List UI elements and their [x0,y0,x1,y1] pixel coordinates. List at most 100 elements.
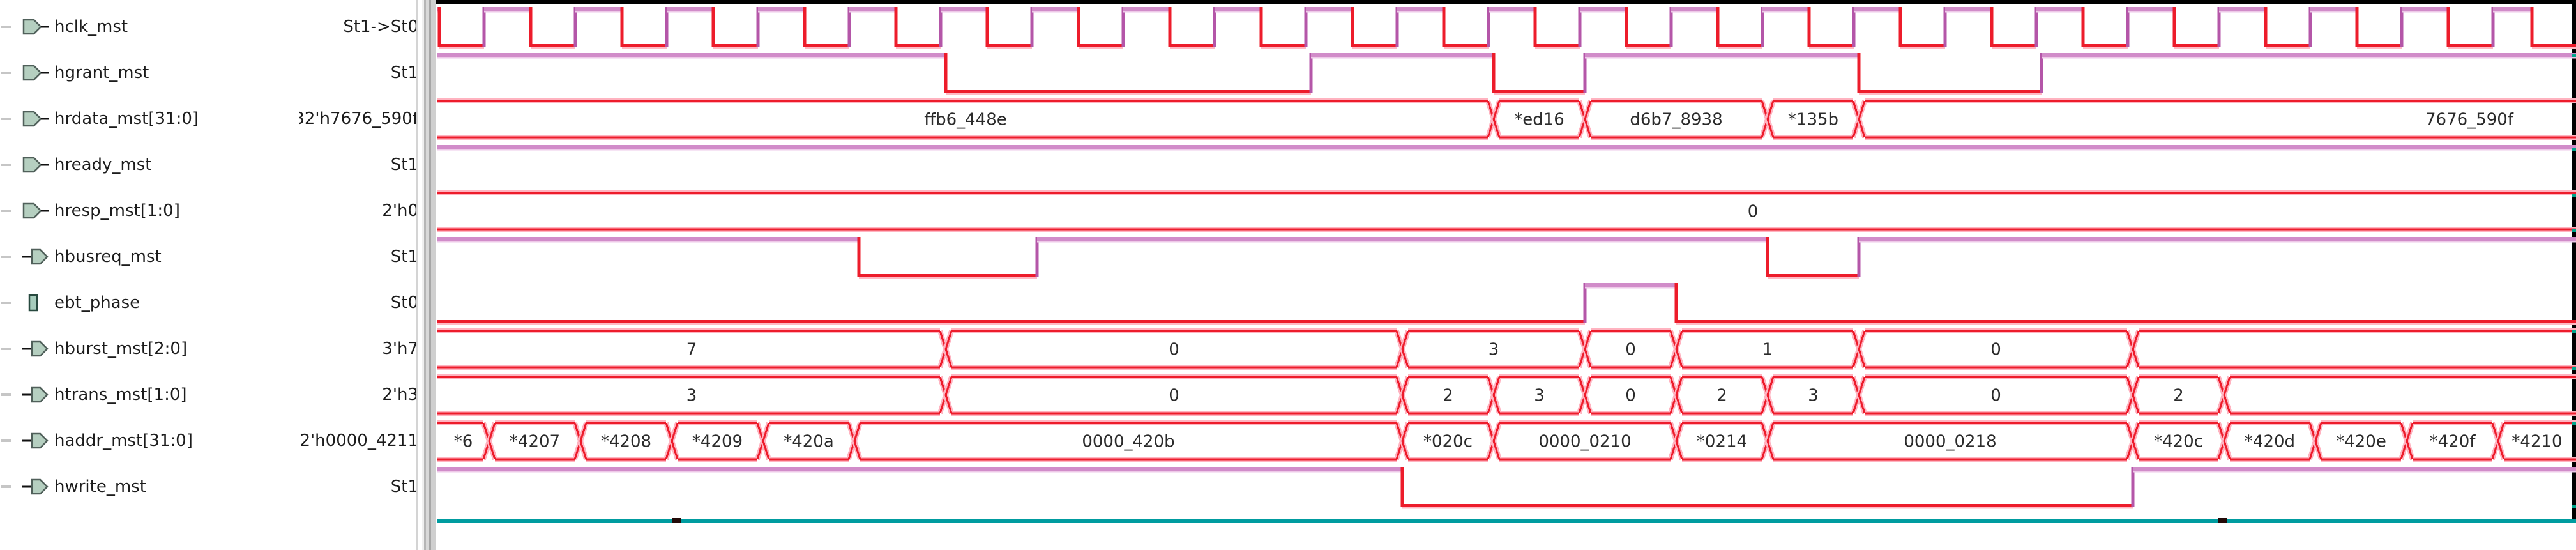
bus-value-label: 0 [1169,386,1179,406]
signal-row-ebt_phase[interactable]: ebt_phase St0 [0,282,421,323]
tree-connector-icon [1,256,11,258]
bus-value-label: 2 [1443,386,1453,406]
tree-connector-icon [1,164,11,166]
signal-name[interactable]: hgrant_mst [54,63,149,82]
input-port-icon [22,111,49,127]
signal-value-column: 3'h7 [299,338,418,360]
signal-row-hrdata_mst_31_0_[interactable]: hrdata_mst[31:0] 32'h7676_590f [0,98,421,139]
signal-value-column: 32'h0000_4211 [299,430,418,452]
tree-connector-icon [1,26,11,28]
bus-value-label: 0 [1990,386,2001,406]
signal-value-column: St1->St0 [299,16,418,38]
bus-value-label: 3 [1489,340,1499,360]
bus-value-label: 0000_0218 [1904,432,1996,452]
tree-connector-icon [1,348,11,350]
tree-connector-icon [1,485,11,488]
panel-divider-line [416,0,418,550]
signal-value-column: 2'h3 [299,384,418,406]
bus-value-label: ffb6_448e [924,111,1007,130]
signal-value-column: St1 [299,62,418,84]
signal-value: St1->St0 [343,17,418,36]
signal-name[interactable]: hready_mst [54,155,152,174]
bus-value-label: 0 [1990,340,2001,360]
signal-name[interactable]: hresp_mst[1:0] [54,201,180,220]
timeline-marker-tick [672,518,681,523]
tree-connector-icon [1,72,11,74]
signal-row-hready_mst[interactable]: hready_mst St1 [0,144,421,185]
bus-value-label: *420e [2336,432,2386,452]
bus-value-label: 0 [1169,340,1179,360]
bus-value-label: 0000_0210 [1538,432,1631,452]
bus-value-label: *6 [454,432,473,452]
signal-name[interactable]: htrans_mst[1:0] [54,385,187,404]
bus-value-label: *4207 [510,432,560,452]
signal-value: 32'h0000_4211 [299,431,418,450]
tree-connector-icon [1,302,11,304]
bus-value-label: 7676_590f [2425,111,2514,130]
wave-hwrite_mst [437,467,2576,509]
signal-name[interactable]: hwrite_mst [54,477,146,496]
input-port-icon [22,19,49,35]
signal-name[interactable]: haddr_mst[31:0] [54,431,193,450]
bus-value-label: 0 [1748,202,1759,222]
output-port-icon [22,248,49,265]
signal-value-column: St1 [299,476,418,498]
signal-row-hwrite_mst[interactable]: hwrite_mst St1 [0,466,421,507]
bus-value-label: 0000_420b [1082,432,1174,452]
bus-value-label: *420d [2245,432,2295,452]
wave-hready_mst [437,145,2576,151]
signal-name[interactable]: ebt_phase [54,293,140,312]
right-edge-notches [2572,54,2576,508]
panel-splitter[interactable] [422,0,436,550]
bus-value-label: 0 [1625,386,1636,406]
bus-value-label: 2 [2173,386,2184,406]
signal-value: St1 [390,477,418,496]
signal-value-column: St0 [299,292,418,314]
bus-value-label: *ed16 [1514,111,1565,130]
wave-ebt_phase [437,283,2576,325]
waveform-right-border [2572,0,2576,523]
timeline-track[interactable] [437,518,2576,523]
input-port-icon [22,157,49,173]
bus-value-label: *420c [2154,432,2203,452]
signal-name[interactable]: hburst_mst[2:0] [54,339,188,358]
bus-value-label: *135b [1788,111,1838,130]
signal-name[interactable]: hrdata_mst[31:0] [54,109,199,128]
bus-value-label: *4210 [2512,432,2562,452]
signal-value: St1 [390,155,418,174]
signal-name[interactable]: hclk_mst [54,17,128,36]
timeline-marker-tick [2218,518,2227,523]
signal-row-hburst_mst_2_0_[interactable]: hburst_mst[2:0] 3'h7 [0,328,421,369]
signal-row-haddr_mst_31_0_[interactable]: haddr_mst[31:0] 32'h0000_4211 [0,420,421,461]
signal-row-hclk_mst[interactable]: hclk_mst St1->St0 [0,6,421,47]
bus-value-label: *4208 [601,432,651,452]
signal-row-hresp_mst_1_0_[interactable]: hresp_mst[1:0] 2'h0 [0,190,421,231]
bus-value-label: *420f [2430,432,2476,452]
signal-row-hgrant_mst[interactable]: hgrant_mst St1 [0,52,421,93]
tree-connector-icon [1,210,11,212]
output-port-icon [22,340,49,357]
bus-value-label: *0214 [1697,432,1747,452]
bus-value-label: 0 [1625,340,1636,360]
output-port-icon [22,386,49,403]
bus-value-label: 7 [686,340,697,360]
wave-hgrant_mst [437,53,2576,95]
signal-value-column: 32'h7676_590f [299,108,418,130]
bus-value-label: d6b7_8938 [1630,111,1722,130]
signal-value: 32'h7676_590f [299,109,418,128]
output-port-icon [22,478,49,495]
signal-value-column: 2'h0 [299,200,418,222]
waveform-top-border [436,0,2576,4]
bus-value-label: 2 [1716,386,1727,406]
tree-connector-icon [1,118,11,120]
signal-row-htrans_mst_1_0_[interactable]: htrans_mst[1:0] 2'h3 [0,374,421,415]
input-port-icon [22,65,49,81]
signal-name[interactable]: hbusreq_mst [54,247,162,266]
bus-value-label: 3 [1534,386,1545,406]
signal-value-column: St1 [299,154,418,176]
